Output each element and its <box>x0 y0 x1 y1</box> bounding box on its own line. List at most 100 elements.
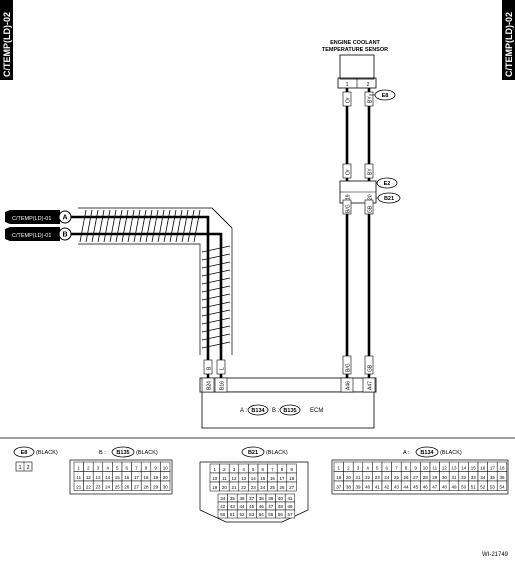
ecm-label: ECM <box>310 408 323 414</box>
panel-b135-name: B135 <box>116 450 129 456</box>
pin-number: 14 <box>105 475 111 480</box>
pin-number: 46 <box>423 485 429 490</box>
pin-number: 44 <box>403 485 409 490</box>
pin-number: 21 <box>231 485 237 490</box>
panel-e8-suffix: (BLACK) <box>36 450 58 456</box>
pin-number: 37 <box>249 496 255 501</box>
ecm-pin-a46: A46 <box>346 381 352 390</box>
pin-number: 16 <box>124 475 130 480</box>
pin-number: 43 <box>394 485 400 490</box>
pin-number: 41 <box>375 485 381 490</box>
pin-number: 51 <box>471 485 477 490</box>
pin-number: 46 <box>259 504 265 509</box>
pin-number: 24 <box>105 485 111 490</box>
pin-cell <box>284 509 296 519</box>
pin-number: 2 <box>223 467 226 472</box>
pin-number: 42 <box>220 504 226 509</box>
ref-b-label: C/TEMP(LD)-01 <box>12 233 51 239</box>
pin-number: 5 <box>376 466 379 471</box>
pin-number: 1 <box>338 466 341 471</box>
pin-number: 17 <box>134 475 140 480</box>
pin-number: 12 <box>86 475 92 480</box>
ref-b-letter: B <box>62 232 67 239</box>
pin-number: 49 <box>451 485 457 490</box>
ecm-pin-a47: A47 <box>368 381 374 390</box>
panel-b135-prefix: B : <box>99 450 106 456</box>
pin-number: 25 <box>394 475 400 480</box>
sensor-pin-2: 2 <box>367 82 370 88</box>
ecm-pin-b16: B16 <box>220 381 226 390</box>
pin-number: 15 <box>115 475 121 480</box>
pin-number: 30 <box>442 475 448 480</box>
ecm-unit: B24 B16 A46 A47 A : B134 B : B135 ECM <box>199 377 377 429</box>
pin-number: 27 <box>134 485 140 490</box>
pin-number: 8 <box>281 467 284 472</box>
pin-20: 20 <box>368 194 374 200</box>
pin-number: 6 <box>386 466 389 471</box>
pin-number: 4 <box>366 466 369 471</box>
pin-number: 55 <box>268 512 274 517</box>
pin-number: 7 <box>395 466 398 471</box>
pin-number: 13 <box>95 475 101 480</box>
pin-number: 13 <box>241 476 247 481</box>
pin-number: 17 <box>279 476 285 481</box>
pin-cell <box>496 480 508 491</box>
side-tab-left: C/TEMP(LD)-02 <box>0 0 13 80</box>
pin-number: 33 <box>471 475 477 480</box>
pin-number: 4 <box>106 466 109 471</box>
panel-b134-suffix: (BLACK) <box>440 450 462 456</box>
pin-number: 18 <box>289 476 295 481</box>
pin-number: 24 <box>260 485 266 490</box>
panel-b21-name: B21 <box>248 450 258 456</box>
sensor-title-line1: ENGINE COOLANT <box>330 40 380 46</box>
pin-number: 42 <box>384 485 390 490</box>
pin-number: 50 <box>220 512 226 517</box>
pin-number: 26 <box>403 475 409 480</box>
pin-number: 49 <box>287 504 293 509</box>
side-tab-left-label: C/TEMP(LD)-02 <box>2 12 12 77</box>
side-tab-right-label: C/TEMP(LD)-02 <box>504 12 514 77</box>
ref-b: C/TEMP(LD)-01 B <box>5 227 72 241</box>
pin-number: 29 <box>153 485 159 490</box>
pin-19: 19 <box>346 194 352 200</box>
pin-number: 45 <box>249 504 255 509</box>
pin-number: 18 <box>143 475 149 480</box>
wire-label-bg: B/G <box>346 204 352 213</box>
pin-number: 12 <box>231 476 237 481</box>
wire-or-bg: Or BY Or BY 19 20 B/G GB B/G GB <box>339 88 377 378</box>
pin-number: 18 <box>499 466 505 471</box>
pin-number: 15 <box>471 466 477 471</box>
pin-number: 39 <box>268 496 274 501</box>
pin-number: 48 <box>442 485 448 490</box>
pin-number: 26 <box>279 485 285 490</box>
pin-number: 16 <box>480 466 486 471</box>
pin-number: 53 <box>249 512 255 517</box>
pin-number: 8 <box>405 466 408 471</box>
pin-number: 23 <box>95 485 101 490</box>
ecm-b-prefix: B : <box>272 408 280 414</box>
pin-number: 53 <box>490 485 496 490</box>
pin-number: 3 <box>233 467 236 472</box>
pin-number: 50 <box>461 485 467 490</box>
pin-number: 3 <box>357 466 360 471</box>
wire-label-gb: GB <box>368 205 374 213</box>
pin-number: 32 <box>461 475 467 480</box>
pin-number: 47 <box>432 485 438 490</box>
pin-number: 25 <box>270 485 276 490</box>
pin-number: 14 <box>251 476 257 481</box>
pin-number: 52 <box>480 485 486 490</box>
pin-number: 9 <box>154 466 157 471</box>
pin-number: 7 <box>135 466 138 471</box>
connector-callouts: E8 E2 B21 <box>369 89 401 204</box>
pin-number: 9 <box>290 467 293 472</box>
callout-b21: B21 <box>384 196 394 202</box>
pin-number: 24 <box>384 475 390 480</box>
pin-number: 35 <box>230 496 236 501</box>
pin-number: 22 <box>365 475 371 480</box>
pin-number: 6 <box>126 466 129 471</box>
pin-number: 45 <box>413 485 419 490</box>
pin-number: 20 <box>346 475 352 480</box>
